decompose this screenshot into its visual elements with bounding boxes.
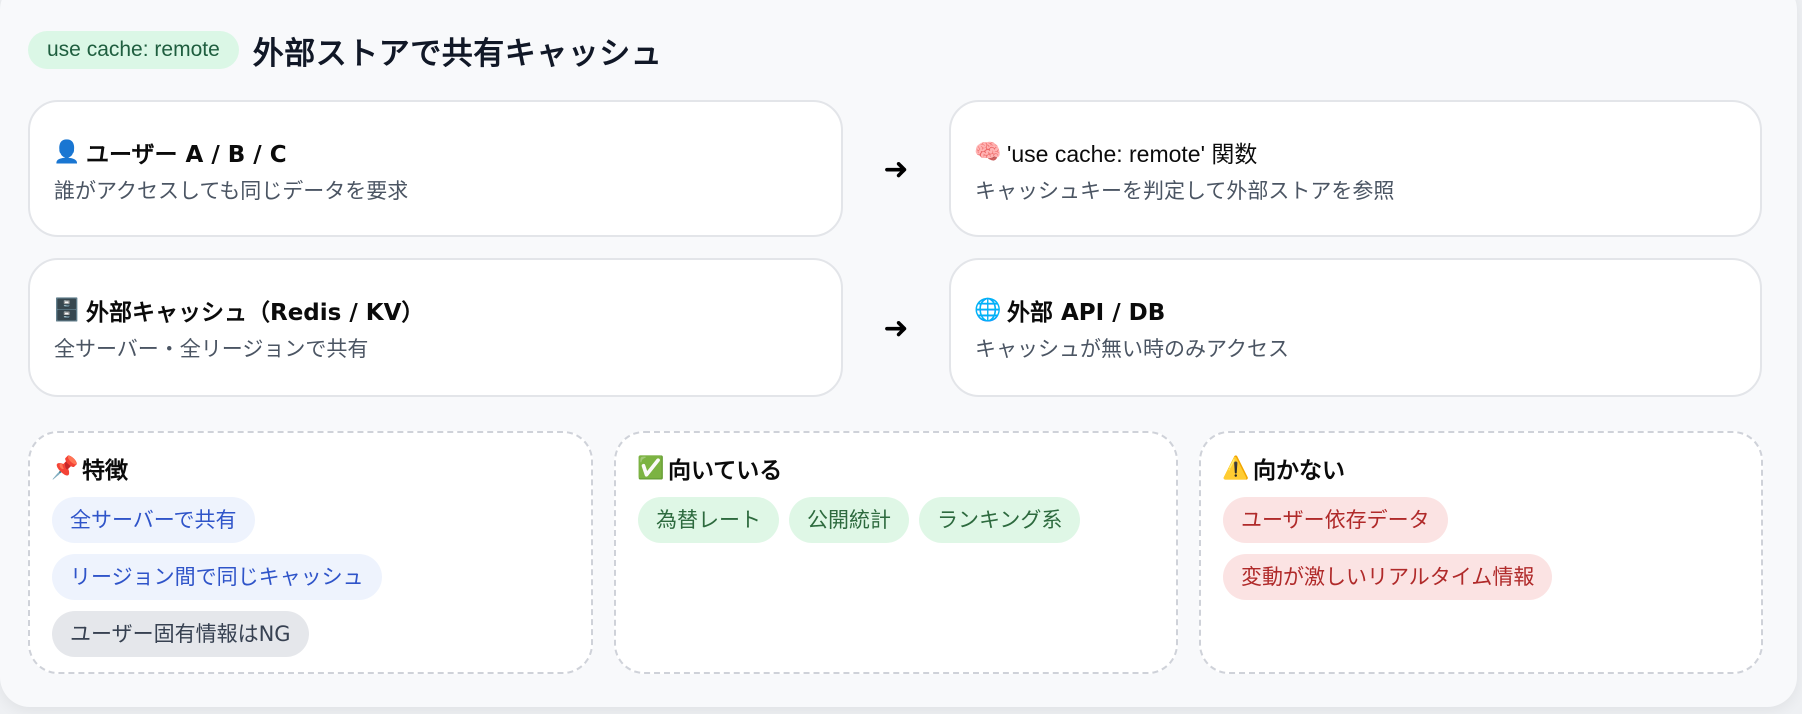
section-suitable: ✅ 向いている 為替レート 公開統計 ランキング系	[614, 431, 1178, 674]
arrow-right-icon: ➜	[883, 151, 909, 187]
node-title: 外部 API / DB	[1007, 300, 1166, 326]
unsuitable-pill: ユーザー依存データ	[1223, 497, 1448, 543]
directive-badge: use cache: remote	[28, 31, 239, 69]
node-description: 全サーバー・全リージョンで共有	[54, 337, 369, 361]
node-description: キャッシュが無い時のみアクセス	[975, 337, 1289, 361]
flow-node-external-api: 🌐 外部 API / DB キャッシュが無い時のみアクセス	[949, 258, 1762, 397]
flow-node-cache-function: 🧠 'use cache: remote' 関数 キャッシュキーを判定して外部ス…	[949, 100, 1762, 237]
globe-icon: 🌐	[974, 297, 1002, 323]
feature-pill: 全サーバーで共有	[52, 497, 255, 543]
brain-icon: 🧠	[974, 139, 1002, 165]
unsuitable-pill: 変動が激しいリアルタイム情報	[1223, 554, 1553, 600]
pushpin-icon: 📌	[51, 455, 79, 481]
flow-node-external-cache: 🗄️ 外部キャッシュ（Redis / KV） 全サーバー・全リージョンで共有	[28, 258, 843, 397]
node-title: 外部キャッシュ（Redis / KV）	[86, 300, 425, 326]
flow-node-users: 👤 ユーザー A / B / C 誰がアクセスしても同じデータを要求	[28, 100, 843, 237]
section-features: 📌 特徴 全サーバーで共有 リージョン間で同じキャッシュ ユーザー固有情報はNG	[28, 431, 593, 674]
section-unsuitable: ⚠️ 向かない ユーザー依存データ 変動が激しいリアルタイム情報	[1199, 431, 1763, 674]
node-title: ユーザー A / B / C	[86, 142, 287, 168]
user-icon: 👤	[53, 139, 81, 165]
header: use cache: remote 外部ストアで共有キャッシュ	[28, 31, 662, 72]
pill-list: 全サーバーで共有 リージョン間で同じキャッシュ ユーザー固有情報はNG	[52, 497, 569, 657]
suitable-pill: 公開統計	[789, 497, 909, 543]
check-mark-icon: ✅	[637, 455, 665, 481]
suitable-pill: ランキング系	[919, 497, 1081, 543]
feature-pill: ユーザー固有情報はNG	[52, 611, 309, 657]
warning-icon: ⚠️	[1222, 455, 1250, 481]
feature-pill: リージョン間で同じキャッシュ	[52, 554, 382, 600]
node-description: 誰がアクセスしても同じデータを要求	[54, 179, 409, 203]
node-description: キャッシュキーを判定して外部ストアを参照	[975, 179, 1395, 203]
suitable-pill: 為替レート	[638, 497, 779, 543]
section-title: 向いている	[668, 458, 783, 484]
node-title: 'use cache: remote' 関数	[1007, 141, 1258, 167]
section-title: 向かない	[1253, 458, 1345, 484]
page-title: 外部ストアで共有キャッシュ	[252, 35, 663, 72]
arrow-right-icon: ➜	[883, 310, 909, 346]
section-title: 特徴	[82, 458, 128, 484]
file-cabinet-icon: 🗄️	[53, 297, 81, 323]
pill-list: 為替レート 公開統計 ランキング系	[638, 497, 1154, 543]
pill-list: ユーザー依存データ 変動が激しいリアルタイム情報	[1223, 497, 1739, 600]
